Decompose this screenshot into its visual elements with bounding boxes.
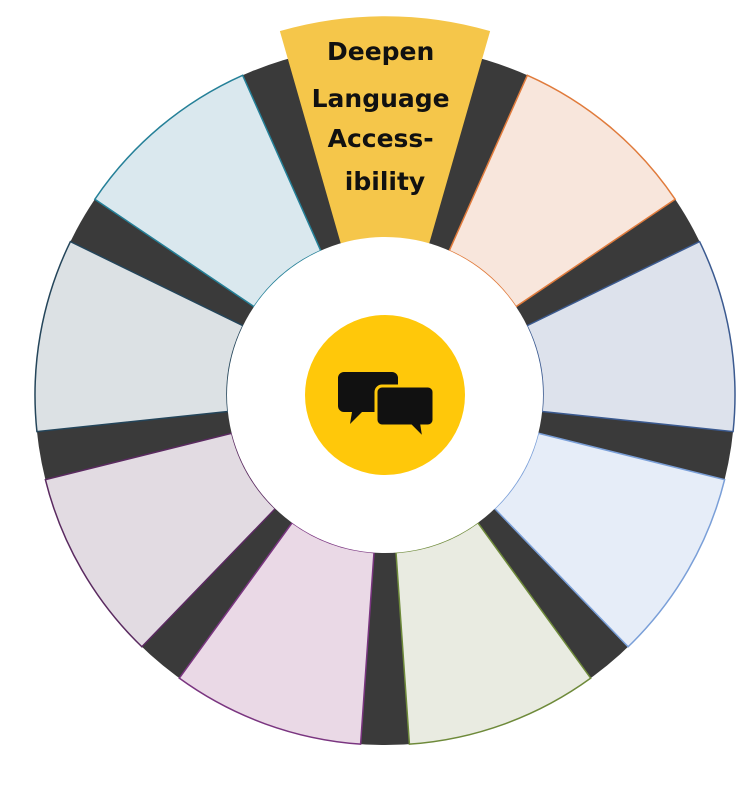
speech-bubbles-icon xyxy=(338,372,436,444)
label-line-1: Deepen xyxy=(327,37,434,66)
active-segment-label: Deepen Language Access- ibility xyxy=(312,37,459,196)
wheel-segments xyxy=(34,16,736,745)
label-line-2: Language xyxy=(312,84,450,113)
label-line-3: Access- xyxy=(328,124,434,153)
label-line-4: ibility xyxy=(345,167,425,196)
